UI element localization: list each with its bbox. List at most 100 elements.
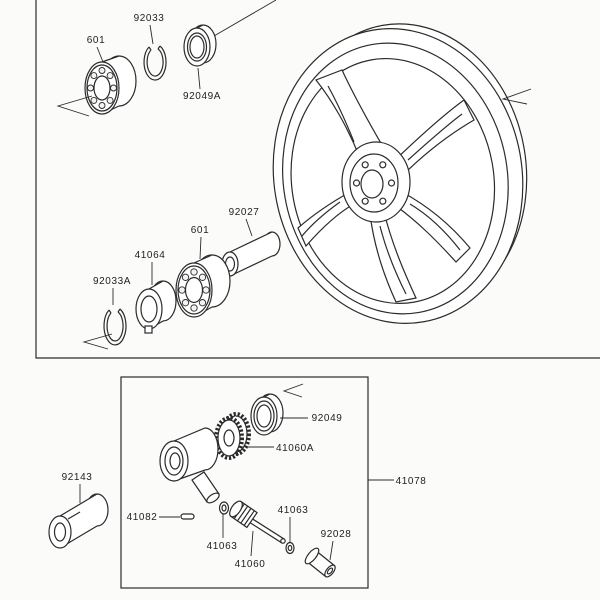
label-circlip-top: 92033 [134, 13, 165, 24]
bearing-outer-race [86, 64, 118, 112]
bearing-ball [181, 299, 190, 307]
bearing-ball [202, 286, 210, 294]
circlip-end [108, 309, 112, 314]
spacer-tube [221, 231, 281, 277]
seal-bore [256, 404, 272, 428]
bearing-ball [90, 96, 98, 104]
leader-line [149, 24, 154, 45]
circlip-outer [143, 45, 167, 81]
label-bearing-mid: 601 [191, 225, 210, 236]
gear-bore [223, 429, 235, 447]
bearing-edge [101, 55, 120, 63]
bearing-outer-race [177, 265, 211, 315]
hub-bolt-hole [379, 161, 387, 169]
axle-hole [360, 169, 384, 199]
bearing-ball [190, 304, 198, 312]
seal-lip [253, 400, 275, 432]
hub-bolt-hole [387, 179, 396, 187]
spacer-edge [229, 255, 273, 277]
collar-slot [67, 511, 81, 520]
wheel-spoke-top [315, 69, 387, 159]
spacer-body [230, 232, 272, 276]
label-circlip-mid: 92033A [93, 276, 131, 287]
gear-worm-tooth [240, 508, 252, 524]
spoke-groove [327, 85, 355, 143]
label-spacer: 92027 [229, 207, 260, 218]
circlip-inner [146, 48, 164, 77]
wheel-spoke-lower-right [395, 191, 471, 263]
bearing-ball [98, 102, 106, 109]
bushing-hole [326, 567, 334, 575]
gear-assembly-frame [120, 376, 369, 589]
label-bearing-top: 601 [87, 35, 106, 46]
bearing-ball [198, 299, 207, 307]
bearing-ball [87, 84, 94, 92]
bearing-ball [178, 286, 186, 294]
direction-mark-top-left [56, 95, 93, 117]
hub-bolt-hole [352, 179, 361, 187]
housing-tube-end [206, 492, 220, 504]
gear-worm-tooth [243, 510, 255, 526]
circlip-outer [103, 308, 127, 346]
circlip-inner [106, 311, 124, 342]
collar-left [48, 493, 109, 549]
collar-bore [53, 522, 67, 542]
upper-assembly-frame [35, 0, 600, 359]
circlip-end [148, 46, 152, 51]
front-wheel [272, 23, 528, 324]
bearing-inner-race [184, 276, 204, 304]
label-pin: 41082 [127, 512, 158, 523]
spoke-groove [301, 201, 341, 237]
gear-worm-end [229, 500, 243, 518]
leader-line [96, 46, 104, 63]
label-drive-gear: 41060 [235, 559, 266, 570]
bearing-ball [106, 96, 114, 104]
rim-inner-edge [290, 57, 496, 304]
collar-edge [148, 280, 164, 290]
wheel-spoke-left [297, 191, 355, 248]
leader-line [329, 540, 334, 561]
label-bushing: 92028 [321, 529, 352, 540]
bushing [304, 547, 336, 578]
housing-bore [169, 452, 181, 470]
bearing-inner-race [93, 75, 111, 101]
spacer-edge [229, 231, 273, 253]
washer-hole [221, 504, 227, 512]
direction-mark-gear-box [282, 383, 304, 398]
pin [180, 513, 195, 520]
spoke-groove [409, 203, 461, 251]
bearing-top [84, 55, 137, 115]
bearing-ball [190, 268, 198, 276]
leader-line [197, 67, 201, 90]
washer-left [218, 501, 230, 515]
leader-line [245, 218, 253, 237]
bearing-ball [98, 67, 106, 74]
label-washer-right: 41063 [278, 505, 309, 516]
bushing-flange [304, 547, 320, 565]
leader-line-to-wheel [213, 0, 277, 37]
gear-small [214, 412, 251, 460]
label-gear-housing: 41078 [396, 476, 427, 487]
label-seal-top: 92049A [183, 91, 221, 102]
gear-shaft [247, 517, 286, 544]
gear-housing [159, 427, 220, 504]
leader-line [250, 530, 254, 557]
circlip-mid [103, 308, 127, 346]
gear-worm-tooth [237, 505, 249, 522]
housing-recess [164, 446, 184, 476]
collar-bore [140, 295, 158, 323]
direction-mark-mid-left [82, 333, 113, 350]
circlip-end [157, 45, 161, 50]
label-gear-small: 41060A [276, 443, 314, 454]
direction-mark-right [501, 88, 532, 105]
label-washer-left: 41063 [207, 541, 238, 552]
bearing-ball [110, 84, 117, 92]
label-seal-bottom: 92049 [312, 413, 343, 424]
bearing-ball [90, 72, 98, 80]
hub-bolt-hole [361, 161, 369, 169]
collar-tab [144, 325, 153, 334]
seal-bore [189, 35, 205, 59]
label-collar-left: 92143 [62, 472, 93, 483]
collar-mid [135, 280, 177, 334]
